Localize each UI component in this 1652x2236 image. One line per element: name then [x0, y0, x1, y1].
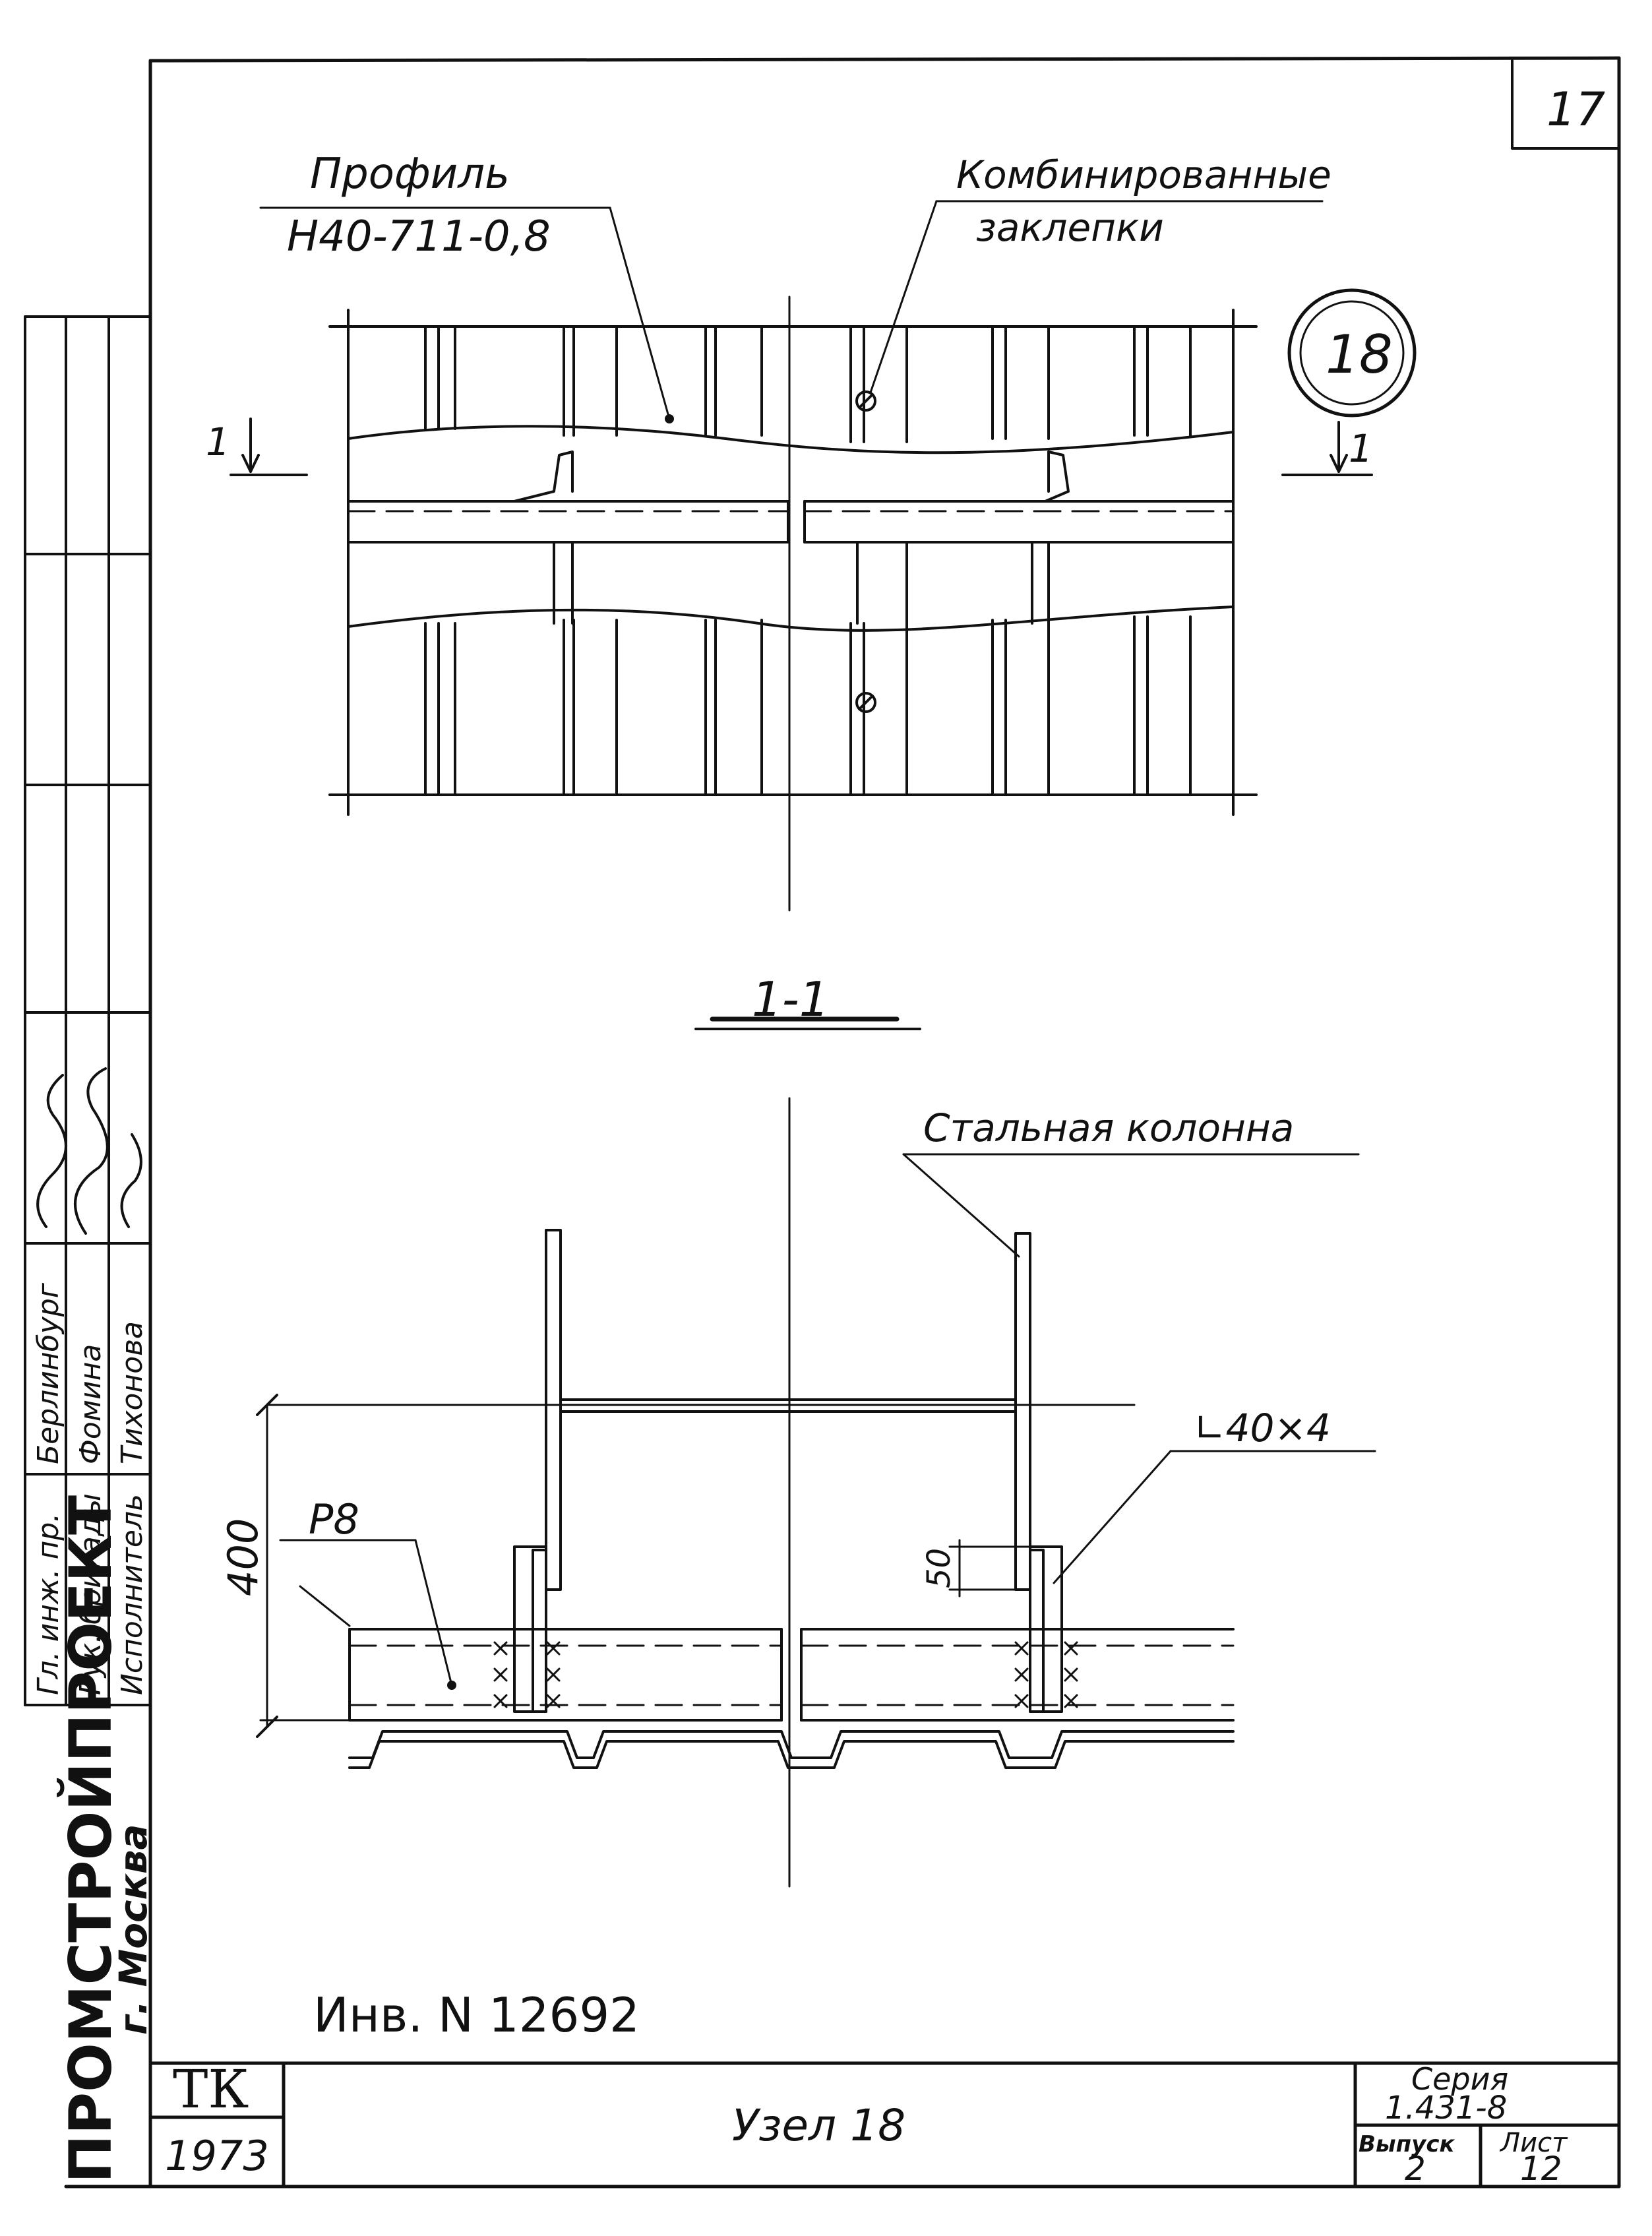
- drawing-title: Узел 18: [732, 2100, 905, 2151]
- stamp-signatures: [36, 1067, 142, 1235]
- sheet-label: Лист: [1499, 2128, 1568, 2158]
- node-marker-number: 18: [1326, 324, 1393, 385]
- angle-size-label: ∟40×4: [1194, 1406, 1331, 1450]
- series-label: Серия: [1411, 2061, 1508, 2097]
- series-value: 1.431-8: [1385, 2090, 1507, 2127]
- stamp-organization: ПРОМСТРОЙПРОЕКТ: [57, 1495, 125, 2183]
- stamp-name-1: Берлинбург: [32, 1282, 65, 1464]
- dimension-50: 50: [921, 1548, 958, 1588]
- sheet-number: 17: [1546, 82, 1605, 137]
- node-marker: 18: [1287, 288, 1417, 418]
- section-mark-left: 1: [206, 419, 230, 464]
- stamp-city: г. Москва: [111, 1824, 156, 2035]
- plan-view: Профиль Н40-711-0,8 Комбинированные закл…: [206, 150, 1417, 912]
- sheet-value: 12: [1520, 2150, 1562, 2188]
- stamp-role-1: Гл. инж. пр.: [32, 1513, 65, 1695]
- side-stamp: Гл. инж. пр. Рук. бригады Исполнитель Бе…: [24, 315, 156, 2183]
- org-code: ТК: [173, 2059, 249, 2120]
- stamp-role-2: Рук. бригады: [74, 1493, 107, 1695]
- profile-code: Н40-711-0,8: [287, 212, 551, 261]
- weld-marks: [493, 1641, 1078, 1708]
- issue-label: Выпуск: [1359, 2131, 1455, 2158]
- profile-ribs: [424, 325, 1192, 796]
- stamp-role-3: Исполнитель: [115, 1494, 149, 1695]
- dimension-400: 400: [219, 1518, 267, 1596]
- section-title-group: 1-1: [694, 972, 921, 1030]
- inventory-number: Инв. N 12692: [313, 1987, 640, 2043]
- issue-value: 2: [1405, 2150, 1426, 2188]
- year: 1973: [165, 2132, 269, 2180]
- sheet-number-box: 17: [1511, 59, 1620, 150]
- drawing-frame: [64, 56, 1621, 2189]
- rivet-symbols: [855, 390, 876, 713]
- profile-label: Профиль: [310, 150, 510, 199]
- stamp-name-3: Тихонова: [115, 1321, 149, 1464]
- section-view: Стальная колонна ∟40×4 400 50 Р8: [219, 1097, 1376, 1888]
- section-cut-right: [1281, 421, 1373, 476]
- rivets-label-2: заклепки: [976, 205, 1164, 250]
- stamp-name-2: Фомина: [74, 1344, 107, 1464]
- title-block: ТК 1973 Узел 18 Серия 1.431-8 Выпуск 2 Л…: [148, 2059, 1621, 2189]
- section-cut-left: [229, 418, 308, 476]
- section-mark-right: 1: [1349, 426, 1373, 471]
- beam-mark-label: Р8: [309, 1495, 359, 1543]
- rivets-label: Комбинированные: [956, 152, 1331, 197]
- steel-column-label: Стальная колонна: [923, 1105, 1294, 1150]
